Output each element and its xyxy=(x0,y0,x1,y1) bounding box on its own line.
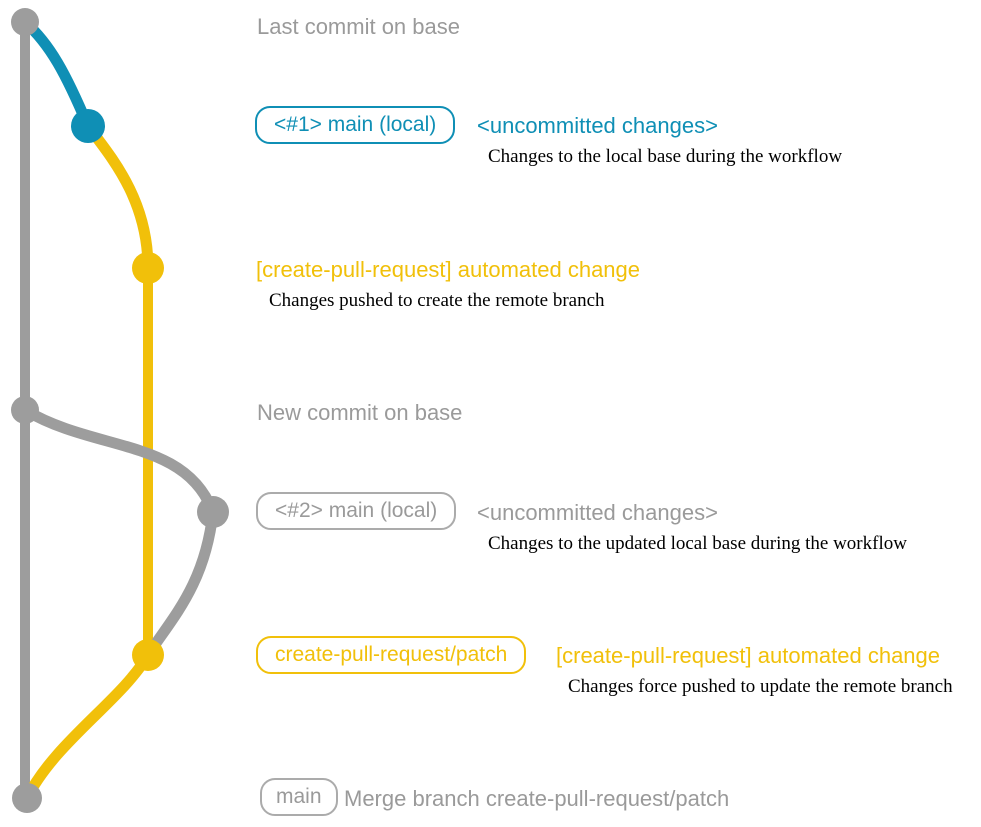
commit-node-remote-1 xyxy=(132,252,164,284)
branch-badge-main-local-1: <#1> main (local) xyxy=(255,106,456,144)
label-merge-branch-message: Merge branch create-pull-request/patch xyxy=(344,786,730,811)
branch-badge-main-local-2-label: <#2> main (local) xyxy=(275,499,438,522)
force-push-edge xyxy=(142,506,219,661)
commit-node-local-main-2 xyxy=(197,496,229,528)
branch-badge-create-pull-request-patch: create-pull-request/patch xyxy=(256,636,527,674)
branch-badge-main-label: main xyxy=(276,785,322,808)
local-main-branch-edge xyxy=(19,16,94,132)
updated-local-main-edge xyxy=(19,404,219,518)
remote-branch-fork-edge xyxy=(82,120,154,274)
label-last-commit-on-base: Last commit on base xyxy=(257,14,460,39)
commit-node-last-base xyxy=(11,8,39,36)
desc-updated-local-base-changes: Changes to the updated local base during… xyxy=(488,533,907,554)
commit-node-merge xyxy=(12,783,42,813)
merge-edge xyxy=(21,649,154,804)
branch-badge-main: main xyxy=(260,778,338,816)
desc-force-pushed-update-remote: Changes force pushed to update the remot… xyxy=(568,676,953,697)
label-automated-change-2: [create-pull-request] automated change xyxy=(556,643,941,668)
branch-badge-create-pull-request-patch-label: create-pull-request/patch xyxy=(275,643,508,666)
desc-pushed-create-remote: Changes pushed to create the remote bran… xyxy=(269,290,605,311)
commit-node-local-main-1 xyxy=(71,109,105,143)
branch-badge-main-local-2: <#2> main (local) xyxy=(256,492,457,530)
desc-local-base-changes: Changes to the local base during the wor… xyxy=(488,146,843,167)
label-new-commit-on-base: New commit on base xyxy=(257,400,463,425)
commit-node-remote-2 xyxy=(132,639,164,671)
label-uncommitted-changes-2: <uncommitted changes> xyxy=(477,500,718,525)
branch-badge-main-local-1-label: <#1> main (local) xyxy=(274,113,437,136)
commit-node-new-base xyxy=(11,396,39,424)
label-automated-change-1: [create-pull-request] automated change xyxy=(256,257,641,282)
label-uncommitted-changes-1: <uncommitted changes> xyxy=(477,113,718,138)
